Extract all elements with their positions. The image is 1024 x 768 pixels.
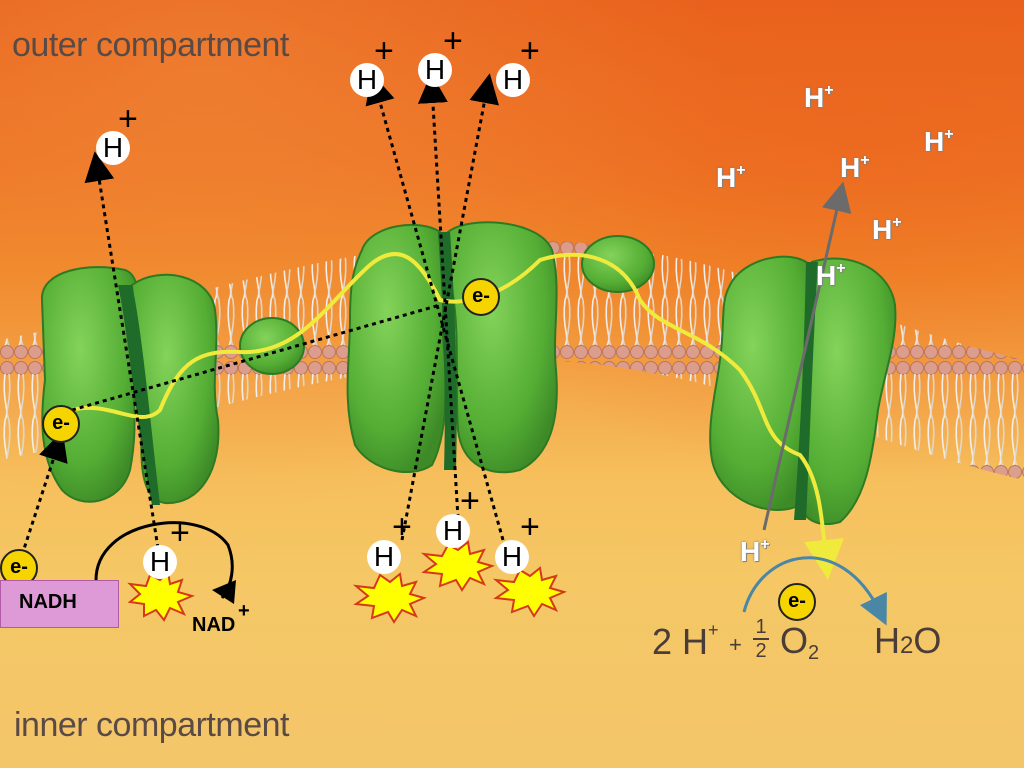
nad-label: NAD [192,614,236,636]
equation-reactant-protons: 2 H+ [652,620,719,662]
proton-charge-inner-4: + [520,508,540,546]
proton-small-4: H+ [840,152,870,183]
nadh-oxidation-arrowhead [212,580,236,604]
proton-ion-inner-2: H [367,540,401,574]
equation-water: H2O [874,620,942,661]
complex-4-proton-arrow [762,181,852,531]
nadh-label-box: NADH [0,580,119,628]
outer-compartment-label: outer compartment [12,26,289,64]
equation-oxygen: O2 [780,620,820,664]
electron-complex-3: e- [462,278,500,316]
energy-flash-1 [127,569,195,622]
proton-small-7: H+ [740,536,770,567]
proton-ion-inner-4: H [495,540,529,574]
proton-charge-outer-1: + [118,100,138,138]
equation-fraction: 1 2 [752,616,770,662]
nad-charge: + [238,600,250,622]
proton-charge-inner-3: + [460,482,480,520]
proton-pump-arrow-1 [84,151,160,549]
proton-ion-outer-4: H [496,63,530,97]
proton-small-5: H+ [872,214,902,245]
proton-charge-outer-3: + [443,22,463,60]
proton-ion-outer-2: H [350,63,384,97]
complex-1-protein [40,266,220,505]
proton-ion-inner-3: H [436,514,470,548]
cytochrome-c-subunit [581,235,655,293]
water-formation-arrow [742,556,887,626]
nadh-electron-arrow [20,430,68,556]
inner-compartment-label: inner compartment [14,706,289,744]
proton-small-3: H+ [716,162,746,193]
energy-flash-3 [420,540,495,592]
proton-charge-outer-4: + [520,32,540,70]
equation-plus: + [729,632,742,657]
nadh-oxidation-arrow [94,521,234,599]
energy-flash-2 [352,572,427,624]
proton-ion-inner-1: H [143,545,177,579]
proton-charge-outer-2: + [374,32,394,70]
complex-4-protein [709,255,897,526]
electron-oxygen: e- [778,583,816,621]
proton-small-6: H+ [816,260,846,291]
proton-pump-arrow-4 [365,73,505,541]
proton-small-1: H+ [804,82,834,113]
proton-ion-outer-3: H [418,53,452,87]
energy-flash-4 [492,566,567,618]
proton-charge-inner-1: + [170,514,190,552]
proton-ion-outer-1: H [96,131,130,165]
electron-complex-1: e- [42,405,80,443]
proton-charge-inner-2: + [392,508,412,546]
proton-small-2: H+ [924,126,954,157]
